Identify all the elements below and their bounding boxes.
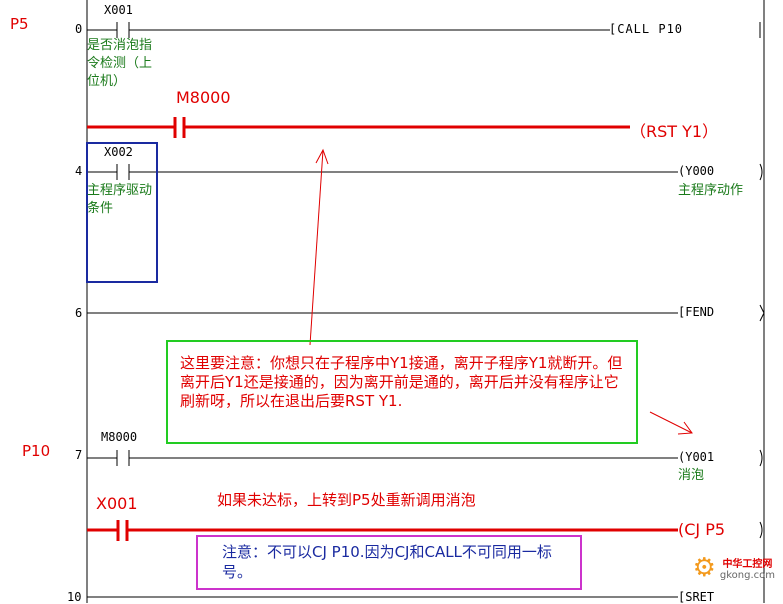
pointer-p10: P10 bbox=[22, 442, 51, 460]
coil-y000-comment: 主程序动作 bbox=[678, 183, 744, 198]
coil-y001-comment: 消泡 bbox=[678, 468, 705, 483]
contact-x001-cj-label: X001 bbox=[96, 494, 138, 513]
green-note-text: 这里要注意：你想只在子程序中Y1接通，离开子程序Y1就断开。但离开后Y1还是接通… bbox=[180, 354, 623, 410]
contact-m8000-label: M8000 bbox=[101, 430, 138, 444]
coil-y001-output: (Y001 bbox=[678, 450, 715, 464]
blue-highlight-box bbox=[86, 142, 158, 283]
watermark-logo: ⚙ 中华工控网 gkong.com bbox=[693, 553, 775, 583]
gear-icon: ⚙ bbox=[692, 553, 716, 583]
contact-x001-comment: 是否消泡指令检测（上位机） bbox=[87, 38, 153, 89]
watermark-name: 中华工控网 bbox=[722, 559, 773, 570]
rung-7-wires bbox=[87, 450, 678, 466]
rst-y1-output: （RST Y1） bbox=[630, 122, 719, 141]
step-number-4: 4 bbox=[75, 164, 83, 178]
green-note-box: 这里要注意：你想只在子程序中Y1接通，离开子程序Y1就断开。但离开后Y1还是接通… bbox=[166, 340, 638, 444]
watermark-url: gkong.com bbox=[719, 570, 775, 581]
rst-rung-wires bbox=[87, 117, 630, 138]
sret-instruction: [SRET bbox=[678, 590, 715, 604]
contact-x001-label: X001 bbox=[104, 3, 133, 17]
coil-y000-output: (Y000 bbox=[678, 164, 715, 178]
rung-0-wires bbox=[87, 22, 761, 38]
purple-note-text: 注意：不可以CJ P10.因为CJ和CALL不可同用一标号。 bbox=[222, 543, 552, 581]
step-number-7: 7 bbox=[75, 448, 83, 462]
red-note-text: 如果未达标，上转到P5处重新调用消泡 bbox=[217, 491, 476, 509]
right-end-marks bbox=[759, 163, 765, 539]
purple-note-box: 注意：不可以CJ P10.因为CJ和CALL不可同用一标号。 bbox=[196, 535, 582, 590]
step-number-6: 6 bbox=[75, 306, 83, 320]
arrow-to-y001 bbox=[649, 411, 693, 435]
contact-m8000-rst-label: M8000 bbox=[176, 88, 231, 107]
cj-p5-output: (CJ P5 bbox=[678, 520, 726, 539]
contact-x002-comment: 主程序驱动条件 bbox=[87, 183, 153, 216]
fend-instruction: [FEND bbox=[678, 305, 715, 319]
step-number-0: 0 bbox=[75, 22, 83, 36]
pointer-p5: P5 bbox=[10, 15, 29, 33]
contact-x002-label: X002 bbox=[104, 145, 133, 159]
rung-4-wires bbox=[87, 164, 678, 180]
cj-rung-wires bbox=[87, 520, 678, 541]
call-p10-instruction: [CALL P10 bbox=[609, 22, 684, 36]
step-number-10: 10 bbox=[67, 590, 82, 604]
arrow-to-rst-rung bbox=[309, 148, 329, 346]
